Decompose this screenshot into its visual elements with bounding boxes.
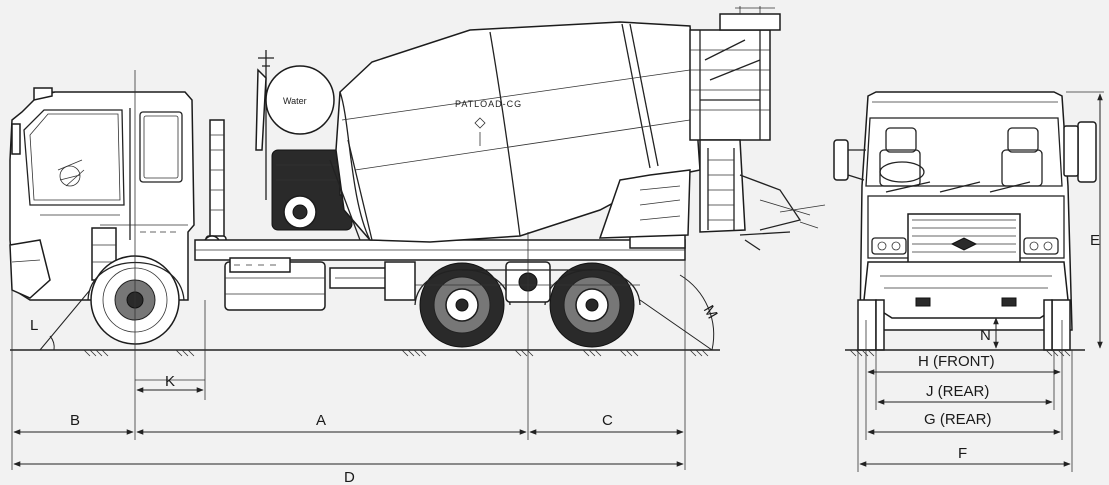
tank-label: Water xyxy=(283,96,307,106)
label-L: L xyxy=(30,317,38,334)
side-centerlines xyxy=(11,70,686,470)
rear-ladder-hopper xyxy=(689,6,826,251)
water-tank: Water xyxy=(255,50,363,231)
front-view xyxy=(833,91,1097,357)
label-K: K xyxy=(165,373,175,390)
label-D: D xyxy=(344,469,355,485)
label-J: J (REAR) xyxy=(926,383,989,400)
rear-wheel-1 xyxy=(414,262,511,348)
departure-angle: M xyxy=(639,274,721,351)
drum-brand-text: PATLOAD-CG xyxy=(455,99,522,109)
label-F: F xyxy=(958,445,967,462)
ground-line xyxy=(10,349,720,357)
label-G: G (REAR) xyxy=(924,411,992,428)
exhaust-stack xyxy=(203,119,227,253)
side-view: Water PATLOAD-CG xyxy=(9,6,826,470)
label-B: B xyxy=(70,412,80,429)
rear-wheel-2 xyxy=(544,262,641,348)
mixer-drum: PATLOAD-CG xyxy=(329,21,701,243)
label-C: C xyxy=(602,412,613,429)
label-A: A xyxy=(316,412,326,429)
side-dimensions: K B A C D xyxy=(13,373,684,485)
approach-angle: L xyxy=(30,289,91,351)
front-dimensions: E N H (FRONT) J (REAR) G (REAR) F xyxy=(857,91,1104,472)
label-M: M xyxy=(700,302,721,321)
label-E: E xyxy=(1090,232,1100,249)
label-N: N xyxy=(980,327,991,344)
label-H: H (FRONT) xyxy=(918,353,995,370)
